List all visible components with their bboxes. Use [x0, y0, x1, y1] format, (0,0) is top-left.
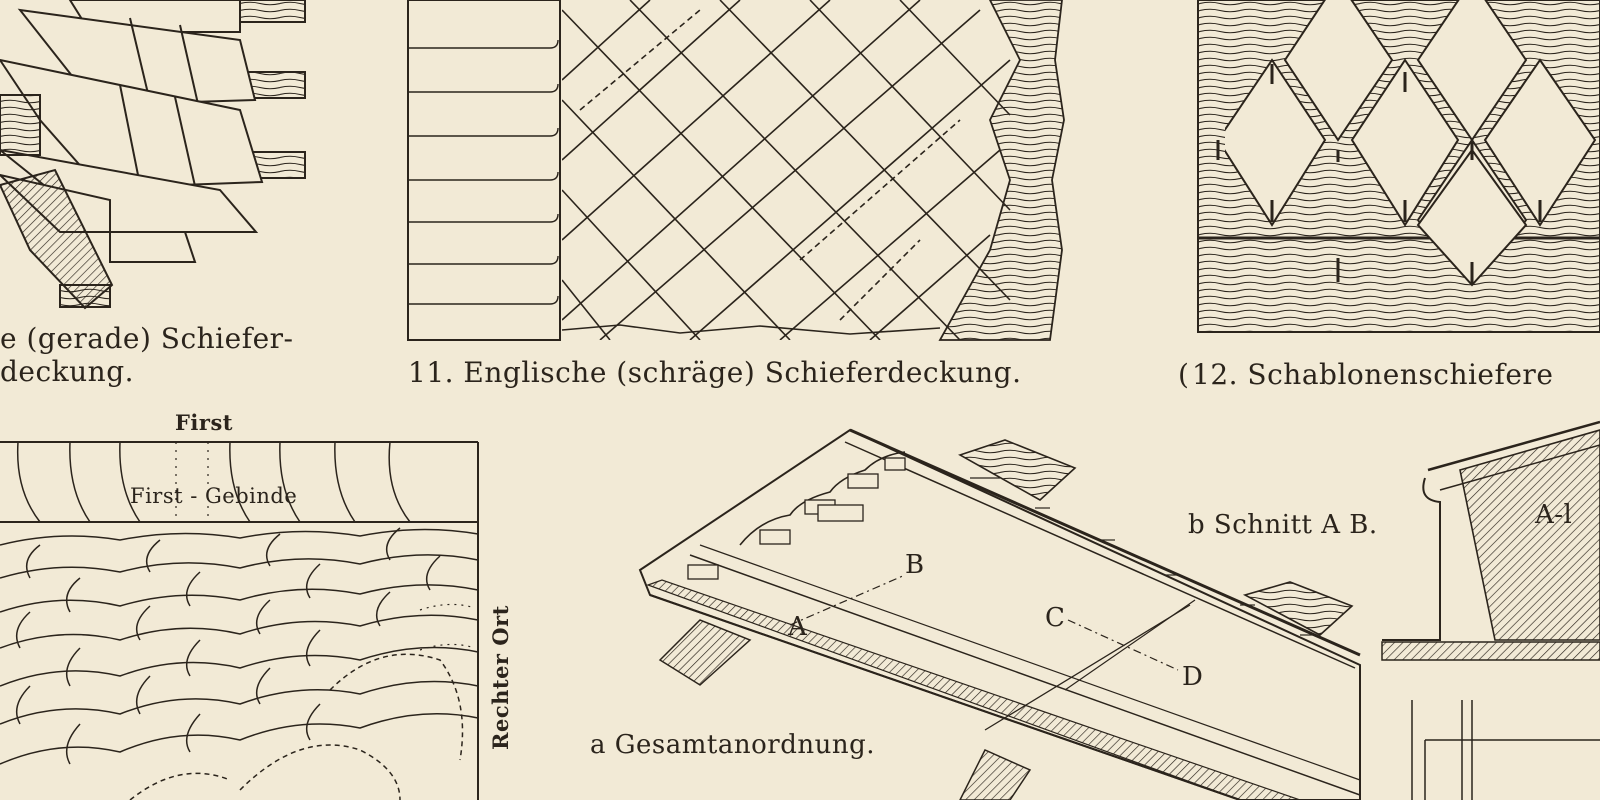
- fig14a-caption: a Gesamtanordnung.: [590, 730, 875, 760]
- fig11-drawing: [407, 0, 1065, 341]
- fig10-caption-line1: e (gerade) Schiefer-: [0, 322, 294, 355]
- fig10-drawing: [0, 0, 306, 310]
- label-b: B: [905, 550, 925, 580]
- fig12-drawing: [1197, 0, 1600, 333]
- fig14b-cut-label: A-l: [1535, 500, 1573, 530]
- fig11-caption: 11. Englische (schräge) Schieferdeckung.: [408, 356, 1022, 389]
- fig14a-drawing: [638, 428, 1361, 800]
- fig13-label-first: First: [175, 410, 233, 435]
- label-a: A: [788, 612, 808, 642]
- label-d: D: [1182, 662, 1204, 692]
- fig13-label-first-gebinde: First - Gebinde: [130, 484, 298, 508]
- label-c: C: [1045, 603, 1066, 633]
- fig12-caption-mark: (: [1178, 358, 1190, 391]
- fig14b-drawing: [1381, 420, 1600, 800]
- fig13-label-rechter-ort: Rechter Ort: [488, 605, 513, 750]
- fig13-drawing: [0, 441, 479, 800]
- fig10-caption-line2: deckung.: [0, 355, 135, 388]
- fig12-caption: 12. Schablonenschiefere: [1192, 358, 1554, 391]
- fig14b-caption: b Schnitt A B.: [1188, 510, 1378, 540]
